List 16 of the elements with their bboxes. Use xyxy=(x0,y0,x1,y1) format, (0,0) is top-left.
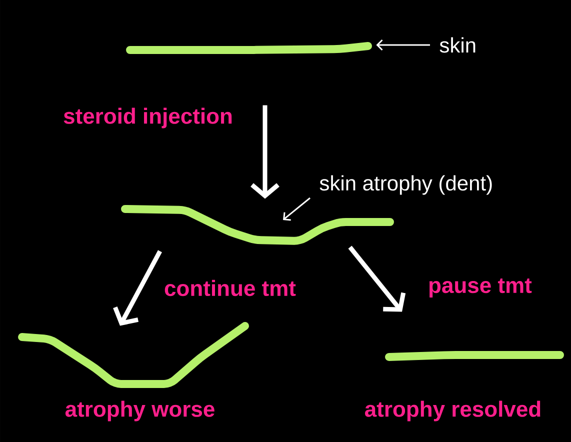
text-label: skin xyxy=(440,37,476,53)
node-label: atrophy resolved xyxy=(365,400,540,422)
edge-label: continue tmt xyxy=(164,280,296,296)
arrow xyxy=(250,105,280,199)
skin-line xyxy=(18,322,249,388)
arrow xyxy=(113,250,162,326)
edge-label: steroid injection xyxy=(64,108,232,128)
edge-label: pause tmt xyxy=(429,278,532,298)
text-label: skin atrophy (dent) xyxy=(320,175,492,195)
node-label: atrophy worse xyxy=(65,400,214,422)
skin-line xyxy=(126,42,372,54)
leader-arrow xyxy=(283,197,310,221)
skin-line xyxy=(121,205,394,245)
leader-arrow xyxy=(376,39,430,51)
arrow xyxy=(348,246,406,312)
skin-line xyxy=(385,351,564,361)
